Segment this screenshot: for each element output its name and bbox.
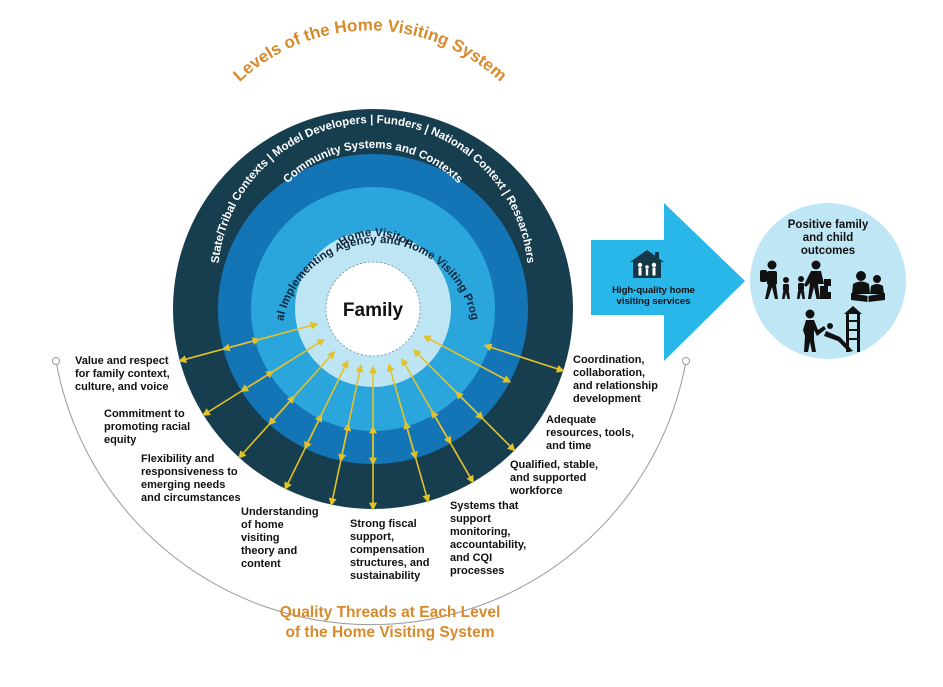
outcomes-title: Positive family and child outcomes [787, 219, 869, 257]
quality-threads-arc [55, 360, 687, 626]
thread-monitoring: Systems that support monitoring, account… [450, 500, 527, 577]
thread-arrow [455, 391, 516, 452]
levels-title: Levels of the Home Visiting System [229, 15, 510, 85]
thread-arrow [422, 335, 512, 383]
thread-fiscal-support: Strong fiscal support, compensation stru… [350, 518, 430, 582]
thread-arrow [284, 413, 323, 491]
thread-arrows [178, 321, 565, 511]
quality-title-line2: of the Home Visiting System [285, 624, 495, 641]
family-center [325, 261, 421, 357]
services-arrow [591, 203, 745, 361]
arc-endpoint-right [682, 357, 690, 365]
house-family-icon [630, 250, 664, 278]
family-walking-icon [760, 260, 831, 299]
thread-workforce: Qualified, stable, and supported workfor… [510, 459, 599, 497]
thread-value-respect: Value and respect for family context, cu… [75, 355, 170, 393]
reading-together-icon [851, 271, 885, 302]
thread-arrow [483, 343, 565, 373]
thread-arrow [238, 395, 296, 459]
services-label: High-quality home visiting services [612, 285, 695, 307]
thread-resources: Adequate resources, tools, and time [546, 414, 635, 452]
thread-arrow [328, 422, 352, 507]
thread-arrow [431, 409, 474, 484]
thread-flexibility: Flexibility and responsiveness to emergi… [141, 453, 241, 504]
quality-title-line1: Quality Threads at Each Level [279, 604, 501, 621]
arc-endpoint-left [52, 357, 60, 365]
family-label: Family [343, 300, 404, 321]
thread-coordination: Coordination, collaboration, and relatio… [573, 354, 658, 405]
child-slide-icon [803, 306, 862, 352]
thread-understanding: Understanding of home visiting theory an… [241, 506, 319, 570]
quality-threads-title: Quality Threads at Each Level of the Hom… [220, 603, 560, 643]
thread-arrow [202, 370, 275, 416]
thread-racial-equity: Commitment to promoting racial equity [104, 408, 191, 446]
